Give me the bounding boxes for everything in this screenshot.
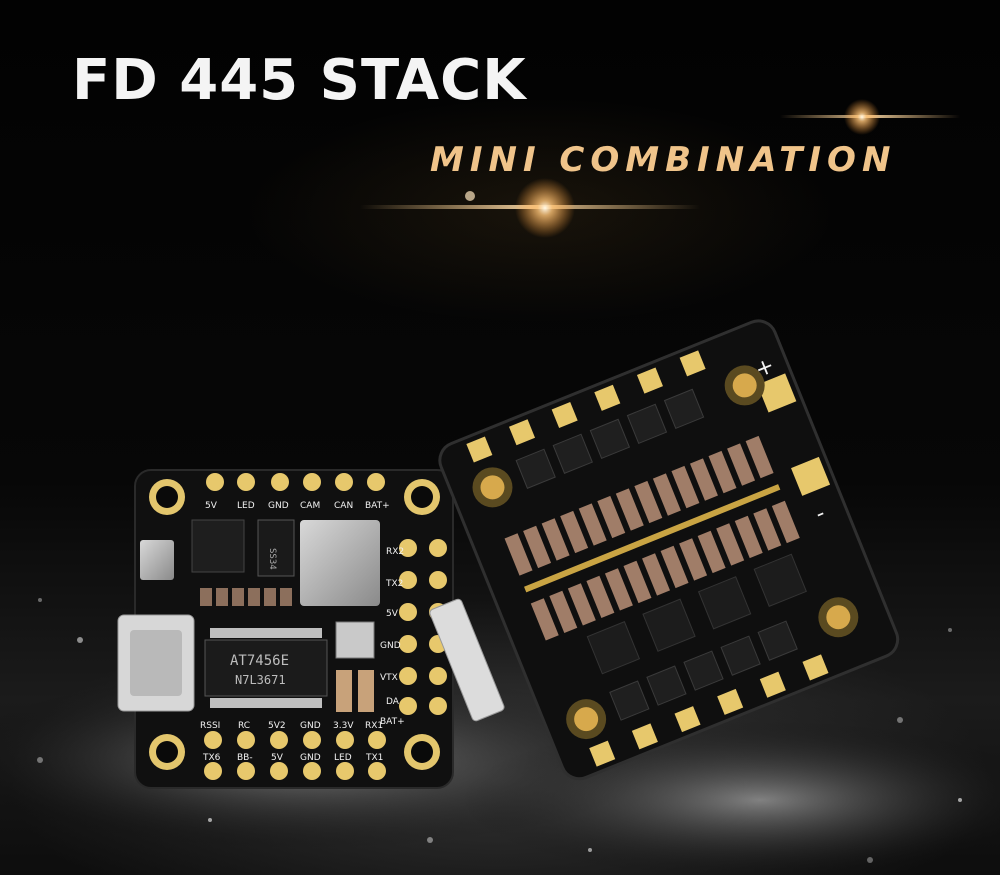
bus-bar — [524, 484, 781, 593]
svg-text:BAT+: BAT+ — [365, 501, 390, 511]
svg-text:GND: GND — [300, 721, 321, 731]
svg-text:N7L3671: N7L3671 — [235, 673, 286, 687]
svg-text:5V: 5V — [386, 609, 399, 619]
chip-pins — [210, 628, 322, 708]
svg-text:SS34: SS34 — [267, 548, 277, 570]
svg-text:5V: 5V — [205, 501, 218, 511]
svg-text:TX2: TX2 — [385, 579, 403, 589]
right-solder-pads — [399, 539, 447, 715]
svg-text:DA: DA — [386, 697, 400, 707]
capacitor-row-bottom — [530, 500, 800, 641]
bottom-pad-labels-row2: TX6 BB- 5V GND LED TX1 — [202, 753, 383, 763]
driver-chips — [586, 553, 807, 675]
svg-text:TX6: TX6 — [202, 753, 221, 763]
osd-chip — [204, 639, 328, 697]
svg-text:BB-: BB- — [237, 753, 253, 763]
bottom-pad-labels-row1: RSSI RC 5V2 GND 3.3V RX1 — [200, 721, 383, 731]
flare-dot — [465, 191, 475, 201]
svg-text:VTX: VTX — [380, 673, 398, 683]
svg-text:RX2: RX2 — [386, 547, 404, 557]
right-pad-labels: RX2 TX2 5V GND VTX DA BAT+ — [380, 547, 405, 727]
svg-text:TX1: TX1 — [365, 753, 383, 763]
svg-text:GND: GND — [380, 641, 401, 651]
page-subtitle: MINI COMBINATION — [430, 140, 897, 180]
lens-flares — [360, 99, 960, 238]
capacitor — [336, 670, 352, 712]
svg-text:CAM: CAM — [300, 501, 320, 511]
flare-center — [515, 178, 575, 238]
mounting-holes — [149, 479, 440, 770]
crystal — [335, 621, 375, 659]
capacitor — [358, 670, 374, 712]
svg-text:5V: 5V — [271, 753, 284, 763]
smd-components — [200, 588, 292, 606]
svg-text:RSSI: RSSI — [200, 721, 220, 731]
svg-text:GND: GND — [300, 753, 321, 763]
top-pad-labels: 5V LED GND CAM CAN BAT+ — [205, 501, 390, 511]
esc-mounting-holes — [472, 365, 859, 740]
bottom-solder-pads — [204, 731, 386, 780]
capacitor-row-top — [504, 435, 774, 576]
svg-text:3.3V: 3.3V — [333, 721, 354, 731]
svg-text:BAT+: BAT+ — [380, 717, 405, 727]
page-title: FD 445 STACK — [72, 48, 527, 113]
svg-text:LED: LED — [334, 753, 352, 763]
esc-connector — [429, 598, 505, 722]
ss34-diode — [257, 519, 295, 577]
micro-usb-connector — [140, 540, 174, 580]
top-solder-pads — [206, 473, 385, 491]
svg-text:RX1: RX1 — [365, 721, 383, 731]
esc-board: + - — [438, 319, 900, 781]
mcu-chip — [191, 519, 245, 573]
flight-controller-board: 5V LED GND CAM CAN BAT+ RX2 TX2 5V GND — [117, 469, 454, 789]
esc-edge-pads — [466, 350, 831, 767]
svg-text:LED: LED — [237, 501, 255, 511]
svg-text:AT7456E: AT7456E — [230, 653, 289, 669]
svg-text:GND: GND — [268, 501, 289, 511]
svg-text:5V2: 5V2 — [268, 721, 286, 731]
svg-text:RC: RC — [238, 721, 250, 731]
inductor-can — [300, 520, 380, 606]
svg-text:CAN: CAN — [334, 501, 353, 511]
flare-right — [844, 99, 880, 135]
mosfets — [515, 388, 798, 721]
